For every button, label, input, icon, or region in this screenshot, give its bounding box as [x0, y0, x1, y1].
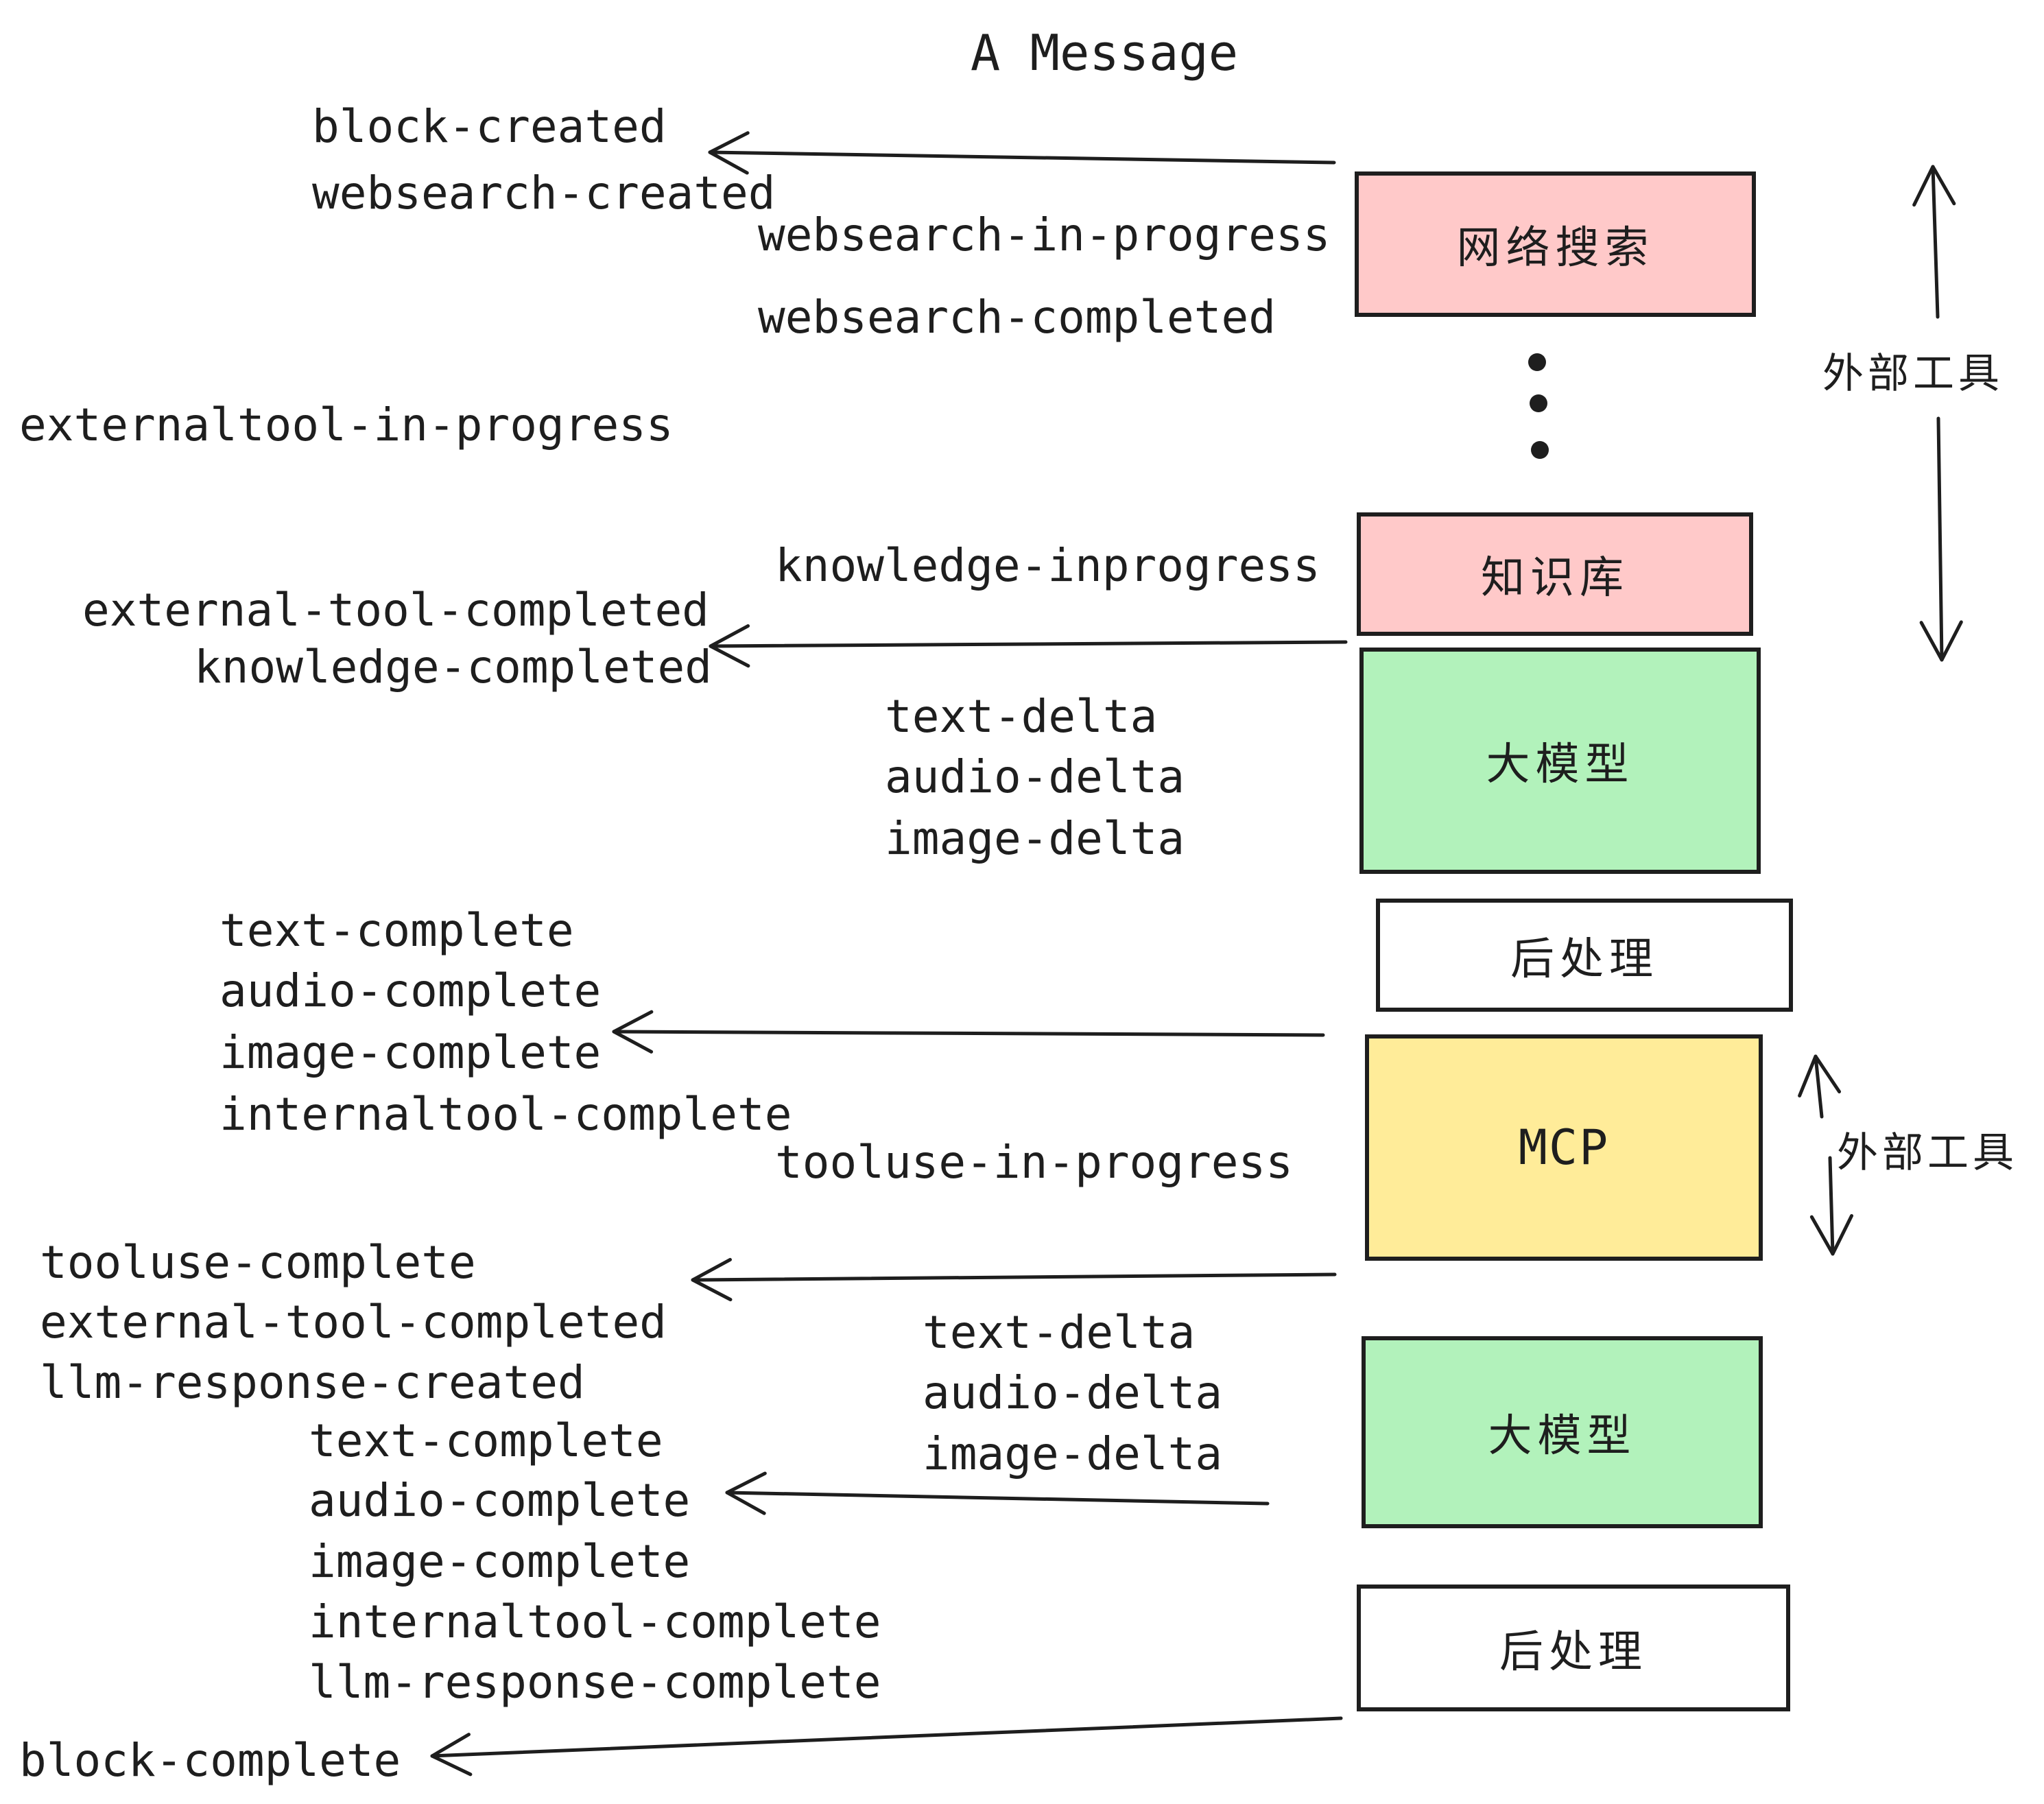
diagram-title: A Message — [970, 24, 1239, 82]
event-label-websearch-created: websearch-created — [312, 167, 776, 219]
event-label-audio-delta: audio-delta — [885, 750, 1185, 803]
event-label-image-complete: image-complete — [309, 1535, 691, 1588]
event-label-block-complete: block-complete — [19, 1734, 401, 1787]
event-label-image-delta: image-delta — [923, 1427, 1223, 1480]
event-label-internaltool-complete: internaltool-complete — [309, 1595, 881, 1648]
arrow-external-tools-down-2 — [1828, 1156, 1835, 1256]
event-label-audio-complete: audio-complete — [309, 1474, 691, 1527]
event-label-tooluse-in-progress: tooluse-in-progress — [775, 1136, 1293, 1189]
arrow-to-knowledge-completed-head — [709, 624, 750, 668]
event-label-externaltool-in-progress: externaltool-in-progress — [19, 399, 674, 451]
event-label-websearch-in-progress: websearch-in-progress — [758, 209, 1331, 261]
arrow-to-block-complete-head — [430, 1733, 473, 1777]
event-label-websearch-completed: websearch-completed — [758, 291, 1276, 344]
arrow-to-audio-complete — [725, 1491, 1270, 1506]
event-label-tooluse-complete: tooluse-complete — [40, 1236, 476, 1289]
arrow-external-tools-up-1 — [1931, 165, 1940, 319]
arrow-external-tools-down-1 — [1936, 416, 1944, 662]
event-label-image-complete: image-complete — [219, 1026, 602, 1079]
event-label-internaltool-complete: internaltool-complete — [219, 1088, 792, 1141]
event-label-llm-response-complete: llm-response-complete — [309, 1656, 881, 1709]
ellipsis-dot-1 — [1528, 353, 1546, 371]
event-label-audio-complete: audio-complete — [219, 964, 602, 1017]
arrow-external-tools-up-1-head — [1912, 165, 1956, 207]
arrow-to-tooluse-complete — [691, 1272, 1337, 1282]
ellipsis-dot-2 — [1530, 394, 1547, 412]
box-websearch: 网络搜索 — [1355, 171, 1756, 317]
arrow-to-tooluse-complete-head — [691, 1257, 733, 1302]
event-label-block-created: block-created — [312, 100, 667, 153]
event-label-text-delta: text-delta — [923, 1306, 1196, 1359]
box-knowledge: 知识库 — [1357, 512, 1753, 636]
event-label-text-complete: text-complete — [309, 1414, 663, 1467]
arrow-to-knowledge-completed — [709, 640, 1348, 648]
ellipsis-dot-3 — [1531, 441, 1549, 459]
event-label-text-delta: text-delta — [885, 690, 1158, 743]
event-label-knowledge-completed: knowledge-completed — [194, 641, 712, 693]
event-label-external-tool-completed: external-tool-completed — [40, 1296, 667, 1349]
arrow-to-websearch-created — [708, 150, 1336, 165]
box-llm-1: 大模型 — [1359, 648, 1761, 874]
arrow-to-websearch-created-head — [708, 131, 750, 175]
event-label-llm-response-created: llm-response-created — [40, 1356, 585, 1409]
arrow-to-image-complete-head — [612, 1010, 654, 1054]
arrow-to-image-complete — [612, 1030, 1325, 1037]
event-label-knowledge-inprogress: knowledge-inprogress — [775, 539, 1320, 592]
arrow-external-tools-up-2-head — [1798, 1054, 1842, 1097]
event-label-audio-delta: audio-delta — [923, 1366, 1223, 1419]
event-label-text-complete: text-complete — [219, 904, 574, 957]
arrow-external-tools-up-2 — [1814, 1054, 1824, 1119]
box-llm-2: 大模型 — [1362, 1336, 1763, 1528]
arrow-to-audio-complete-head — [725, 1471, 767, 1515]
event-label-external-tool-completed: external-tool-completed — [82, 584, 709, 637]
arrow-external-tools-down-2-head — [1809, 1213, 1854, 1256]
external-tools-top-label: 外部工具 — [1822, 350, 2004, 398]
arrow-to-block-complete — [430, 1716, 1343, 1758]
box-mcp: MCP — [1365, 1034, 1763, 1261]
event-label-image-delta: image-delta — [885, 812, 1185, 865]
box-postprocess-2: 后处理 — [1357, 1585, 1790, 1711]
arrow-external-tools-down-1-head — [1919, 620, 1963, 662]
external-tools-mcp-label: 外部工具 — [1837, 1129, 2018, 1177]
box-postprocess-1: 后处理 — [1376, 899, 1793, 1012]
